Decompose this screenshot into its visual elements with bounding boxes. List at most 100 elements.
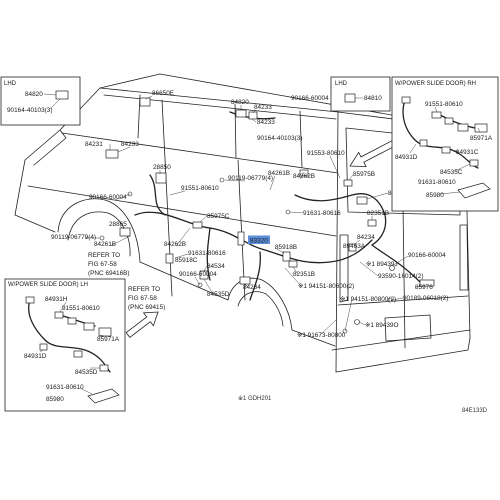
part-label-84535c-rh[interactable]: 84535C	[440, 169, 463, 176]
part-label-84931c-rh[interactable]: 84931C	[456, 149, 479, 156]
part-label-85975b[interactable]: 85975B	[353, 171, 375, 178]
connector-part	[299, 169, 309, 177]
sensor-part	[348, 243, 357, 252]
part-label-91631-80616[interactable]: 91631-80616	[303, 210, 341, 217]
part-label-85975c[interactable]: 85975C	[207, 213, 230, 220]
connector-part	[83, 322, 95, 331]
part-label-84233-3[interactable]: 84233	[121, 141, 139, 148]
part-label-89463a[interactable]: 89463A	[343, 243, 366, 250]
part-label-91551-80610-rh[interactable]: 91551-80610	[425, 101, 463, 108]
part-label-85918c[interactable]: 85918C	[175, 257, 198, 264]
sensor-part	[282, 251, 291, 262]
part-label-84233[interactable]: 84233	[254, 104, 272, 111]
part-label-90164-40103-lhd[interactable]: 90164-40103(3)	[7, 107, 52, 114]
part-label-89439o[interactable]: ※1 89439O	[365, 322, 398, 329]
part-label-85971a-lh[interactable]: 85971A	[97, 336, 120, 343]
switch-part	[55, 90, 69, 100]
connector-part	[431, 111, 442, 119]
connector-part	[39, 343, 48, 351]
part-label-84820-lhd[interactable]: 84820	[25, 91, 43, 98]
part-label-84261b-2[interactable]: 84261B	[94, 241, 116, 248]
part-label-90166-60004[interactable]: 90166-60004	[291, 95, 329, 102]
part-label-84931d-rh[interactable]: 84931D	[395, 154, 418, 161]
part-label-90166-60004-2[interactable]: 90166-60004	[89, 194, 127, 201]
refer-note-line: FIG 67-58	[128, 295, 157, 302]
connector-part	[67, 317, 77, 325]
connector-part	[99, 364, 109, 372]
part-label-91553-80610[interactable]: 91553-80610	[307, 150, 345, 157]
sensor-part	[165, 253, 174, 264]
bolt-part	[219, 177, 225, 183]
part-label-84231[interactable]: 84231	[85, 141, 103, 148]
connector-part	[192, 221, 203, 229]
connector-part	[441, 146, 451, 154]
clamp-part	[288, 260, 298, 268]
inset-lhd-left: LHD 84820 90164-40103(3)	[0, 76, 81, 126]
part-label-84820[interactable]: 84820	[231, 99, 249, 106]
part-label-84234-2[interactable]: 84234	[243, 284, 261, 291]
part-label-28865[interactable]: 28865	[109, 221, 127, 228]
part-label-93590-16014[interactable]: 93590-16014(2)	[378, 273, 423, 280]
part-label-85971a-rh[interactable]: 85971A	[470, 135, 493, 142]
part-label-84233-2[interactable]: 84233	[257, 119, 275, 126]
connector-part	[73, 350, 83, 358]
part-label-82351b-2[interactable]: 82351B	[293, 271, 315, 278]
clamp-part	[367, 219, 377, 227]
part-label-84534[interactable]: 84534	[207, 263, 225, 270]
inset-lhd-right: LHD 84810	[330, 76, 391, 112]
refer-note-1[interactable]: REFER TO FIG 67-58 (PNC 69416B)	[88, 252, 130, 277]
part-label-86650e[interactable]: 86650E	[152, 90, 174, 97]
part-label-84262b[interactable]: 84262B	[293, 173, 315, 180]
part-label-91551-80610[interactable]: 91551-80610	[181, 185, 219, 192]
switch-part	[344, 93, 356, 103]
connector-part	[401, 96, 411, 104]
part-label-85918b[interactable]: 85918B	[275, 244, 297, 251]
highlight-box	[248, 235, 270, 244]
sensor-part	[419, 279, 435, 287]
part-label-90166-60004-3[interactable]: 90166-60004	[179, 271, 217, 278]
clip-part	[354, 319, 360, 325]
refer-note-2[interactable]: REFER TO FIG 67-58 (PNC 69415)	[128, 286, 165, 311]
part-label-90166-60004-4[interactable]: 90166-60004	[408, 252, 446, 259]
part-label-90119-06779-2[interactable]: 90119-06779(4)	[51, 234, 96, 241]
part-label-84234[interactable]: 84234	[357, 234, 375, 241]
part-label-84261b[interactable]: 84261B	[268, 170, 290, 177]
footnote: ※1 GDH201	[238, 395, 272, 402]
part-label-85980-rh[interactable]: 85980	[426, 192, 444, 199]
connector-part	[444, 117, 454, 125]
sensor-part	[237, 231, 245, 246]
part-label-91551-80610-lh[interactable]: 91551-80610	[62, 305, 100, 312]
part-label-91631-80616-2[interactable]: 91631-80616	[188, 250, 226, 257]
clip-part	[389, 265, 395, 271]
part-label-94151-80800[interactable]: ※1 94151-80800(2)	[340, 296, 396, 303]
inset-title: LHD	[335, 81, 348, 87]
part-label-91631-80610-rh[interactable]: 91631-80610	[418, 179, 456, 186]
part-label-85980-lh[interactable]: 85980	[46, 396, 64, 403]
leader-lines	[85, 95, 426, 336]
part-label-84262b-2[interactable]: 84262B	[164, 241, 186, 248]
part-label-84535d[interactable]: 84535D	[207, 291, 230, 298]
part-label-84810[interactable]: 84810	[364, 95, 382, 102]
bracket-part	[239, 276, 251, 285]
part-label-84535d-lh[interactable]: 84535D	[75, 369, 98, 376]
part-label-90164-40103[interactable]: 90164-40103(3)	[257, 135, 302, 142]
horn-part	[139, 97, 151, 107]
part-label-84931h-lh[interactable]: 84931H	[45, 296, 68, 303]
relay-part	[155, 172, 167, 184]
connector-part	[457, 123, 469, 132]
part-label-90189-06018[interactable]: 90189-06018(2)	[403, 295, 448, 302]
part-label-91673-80800[interactable]: ※1 91673-80800	[297, 332, 346, 339]
part-label-82351b[interactable]: 82351B	[367, 210, 389, 217]
connector-part	[419, 139, 428, 147]
part-label-90119-06779[interactable]: 90119-06779(4)	[228, 175, 273, 182]
part-label-94151-80600[interactable]: ※1 94151-80600(2)	[298, 283, 354, 290]
part-label-89439j[interactable]: ※1 89439J	[366, 261, 398, 268]
refer-note-line: (PNC 69415)	[128, 304, 165, 311]
part-label-83320-highlighted[interactable]: 83320	[250, 238, 268, 245]
switch-part	[235, 109, 247, 118]
part-label-28850[interactable]: 28850	[153, 164, 171, 171]
part-label-85976[interactable]: 85976	[415, 284, 433, 291]
part-label-84931d-lh[interactable]: 84931D	[24, 353, 47, 360]
part-label-91631-80610-lh[interactable]: 91631-80610	[46, 384, 84, 391]
